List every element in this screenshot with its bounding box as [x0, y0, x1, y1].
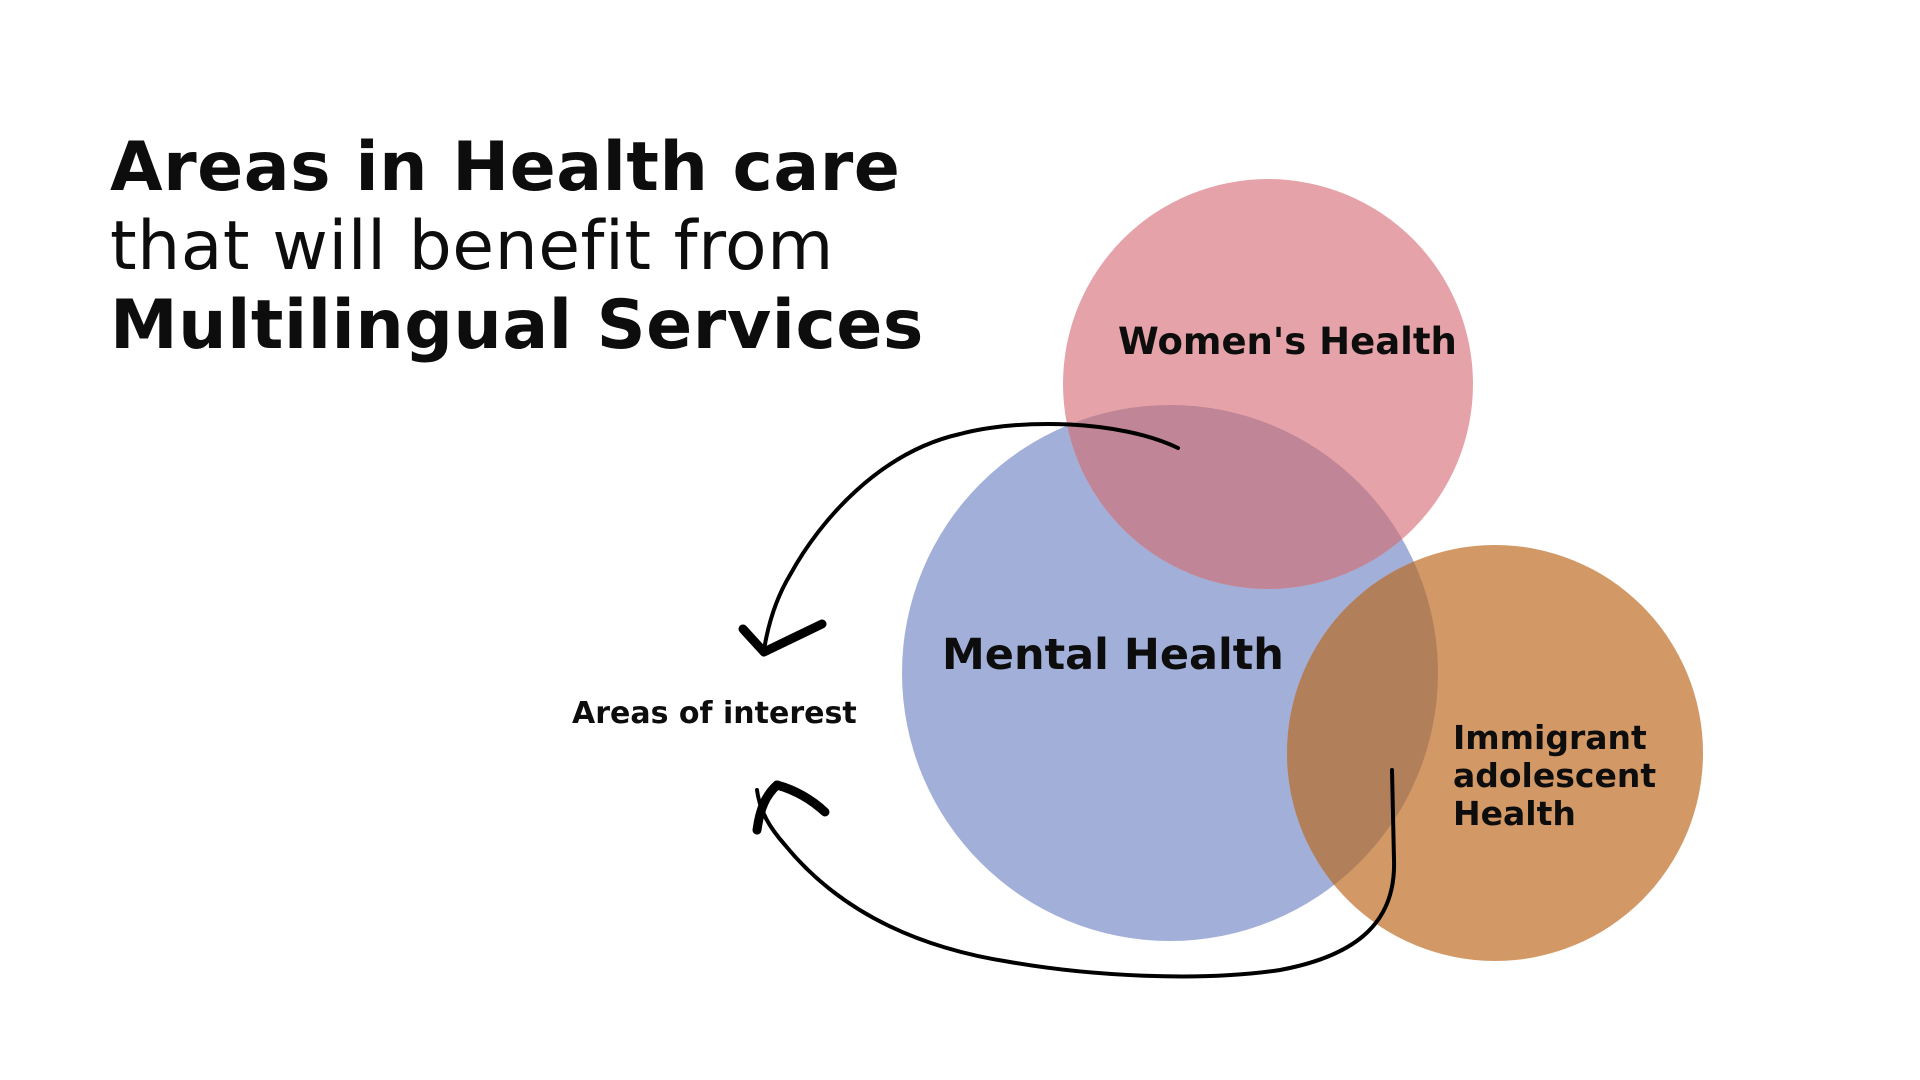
- upper-arrow-head: [738, 619, 827, 657]
- page-title: Areas in Health care that will benefit f…: [110, 128, 924, 365]
- title-line-1: Areas in Health care: [110, 128, 901, 207]
- upper-arrow: [738, 422, 1180, 657]
- lower-arrow-curve: [755, 768, 1397, 979]
- title-line-3: Multilingual Services: [110, 286, 924, 365]
- immigrant-health-label-line-3: Health: [1453, 794, 1576, 833]
- womens-health-label: Women's Health: [1118, 320, 1457, 363]
- upper-arrow-curve: [762, 422, 1180, 652]
- areas-of-interest-label: Areas of interest: [572, 696, 857, 731]
- mental-health-label: Mental Health: [942, 630, 1284, 680]
- immigrant-health-label-line-1: Immigrant: [1453, 718, 1647, 757]
- lower-arrow-head: [752, 780, 830, 835]
- lower-arrow: [752, 768, 1397, 979]
- immigrant-health-label-line-2: adolescent: [1453, 756, 1656, 795]
- title-line-2: that will benefit from: [110, 207, 834, 286]
